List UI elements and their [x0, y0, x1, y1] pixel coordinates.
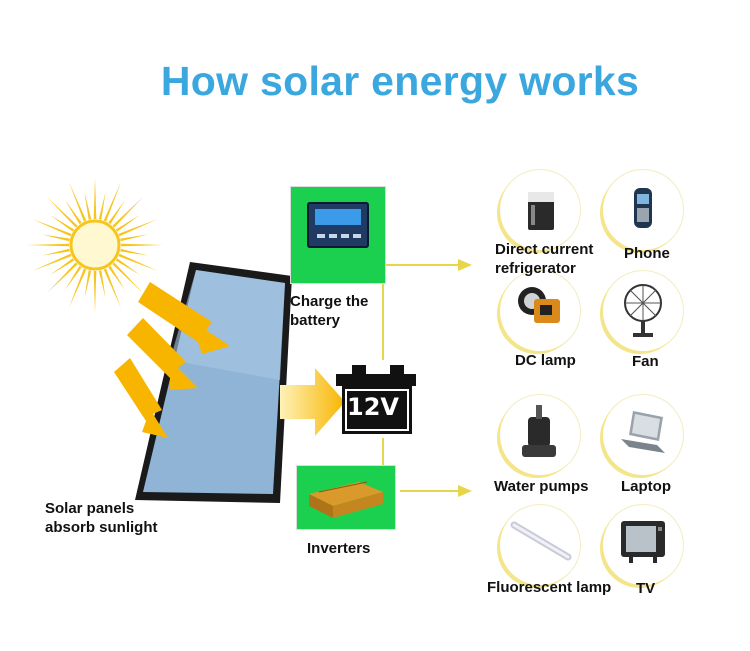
flow-arrowheads: [458, 259, 472, 497]
inverter-box: [296, 465, 396, 530]
tv-icon: [603, 505, 683, 585]
charge-controller: [290, 186, 386, 284]
device-circle-fluorescent-lamp: [500, 505, 580, 585]
water-pump-icon: [500, 395, 580, 475]
refrigerator-icon: [500, 170, 580, 250]
device-label-laptop: Laptop: [621, 477, 671, 496]
charge-battery-label: Charge the battery: [290, 292, 368, 330]
inverters-label: Inverters: [307, 539, 370, 558]
device-label-fan: Fan: [632, 352, 659, 371]
laptop-icon: [603, 395, 683, 475]
device-circle-water-pump: [500, 395, 580, 475]
device-circle-refrigerator: [500, 170, 580, 250]
battery-voltage-label: 12V: [342, 393, 404, 421]
device-label-tv: TV: [636, 579, 655, 598]
inverter-icon: [297, 466, 395, 529]
device-circle-laptop: [603, 395, 683, 475]
device-label-fluorescent-lamp: Fluorescent lamp: [487, 578, 611, 597]
device-label-dc-lamp: DC lamp: [515, 351, 576, 370]
solar-panels-label: Solar panels absorb sunlight: [45, 499, 158, 537]
device-circle-tv: [603, 505, 683, 585]
sun-icon: [27, 177, 163, 313]
fan-icon: [603, 271, 683, 351]
device-circle-dc-lamp: [500, 271, 580, 351]
device-label-phone: Phone: [624, 244, 670, 263]
panel-to-battery-arrow: [280, 368, 345, 436]
fluorescent-lamp-icon: [500, 505, 580, 585]
phone-icon: [603, 170, 683, 250]
device-circle-phone: [603, 170, 683, 250]
dc-lamp-icon: [500, 271, 580, 351]
device-label-water-pumps: Water pumps: [494, 477, 588, 496]
device-circle-fan: [603, 271, 683, 351]
device-label-refrigerator: Direct current refrigerator: [495, 240, 593, 278]
controller-device-icon: [307, 202, 369, 248]
